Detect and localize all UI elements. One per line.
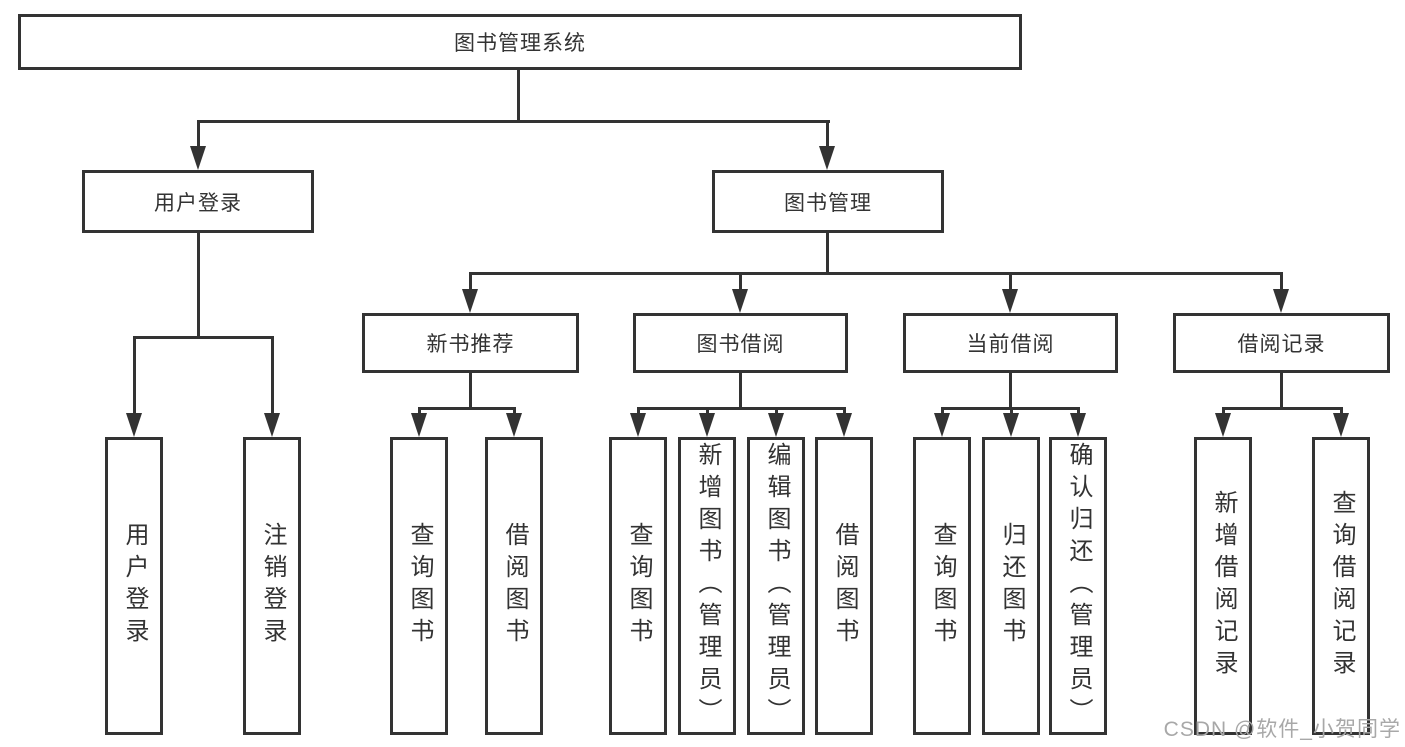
leaf-user-login: 用户登录: [105, 437, 163, 735]
leaf-confirm-return-admin-label: 确认归还（管理员）: [1065, 442, 1092, 730]
connector-root-stem: [517, 70, 520, 120]
node-current-borrow-label: 当前借阅: [966, 333, 1055, 356]
connector-recommend-hbar: [418, 407, 516, 410]
connector-stem: [513, 407, 516, 415]
node-book-management-label: 图书管理: [784, 191, 872, 215]
connector-stem: [843, 407, 846, 415]
arrow-down-borrow-recommend: [506, 413, 522, 437]
node-root-label: 图书管理系统: [454, 32, 586, 55]
leaf-query-book-current-label: 查询图书: [929, 522, 956, 650]
leaf-confirm-return-admin: 确认归还（管理员）: [1049, 437, 1107, 735]
connector-stem: [706, 407, 709, 415]
arrow-down-borrow-record: [1273, 289, 1289, 313]
arrow-down-borrow-book: [836, 413, 852, 437]
leaf-return-book-label: 归还图书: [998, 522, 1025, 650]
node-book-management: 图书管理: [712, 170, 944, 233]
connector-recommend-stem: [469, 373, 472, 407]
connector-stem: [775, 407, 778, 415]
leaf-add-borrow-record-label: 新增借阅记录: [1210, 490, 1237, 682]
leaf-query-book-recommend-label: 查询图书: [406, 522, 433, 650]
connector-book-borrow-stem2: [739, 373, 742, 407]
connector-stem: [418, 407, 421, 415]
leaf-add-book-admin: 新增图书（管理员）: [678, 437, 736, 735]
leaf-add-borrow-record: 新增借阅记录: [1194, 437, 1252, 735]
leaf-borrow-book-label: 借阅图书: [831, 522, 858, 650]
arrow-down-query-recommend: [411, 413, 427, 437]
arrow-down-add-record: [1215, 413, 1231, 437]
leaf-borrow-book-recommend: 借阅图书: [485, 437, 543, 735]
arrow-down-return-book: [1003, 413, 1019, 437]
arrow-down-add-book: [699, 413, 715, 437]
arrow-down-confirm-return: [1070, 413, 1086, 437]
node-book-borrow: 图书借阅: [633, 313, 848, 373]
arrow-down-query-current: [934, 413, 950, 437]
arrow-down-edit-book: [768, 413, 784, 437]
leaf-borrow-book: 借阅图书: [815, 437, 873, 735]
arrow-down-leaf-logout: [264, 413, 280, 437]
leaf-logout: 注销登录: [243, 437, 301, 735]
connector-book-management-hbar: [469, 272, 1283, 275]
connector-user-login-stem: [197, 233, 200, 336]
node-root: 图书管理系统: [18, 14, 1022, 70]
leaf-query-borrow-record: 查询借阅记录: [1312, 437, 1370, 735]
connector-book-management-stem: [826, 233, 829, 272]
connector-stem: [941, 407, 944, 415]
connector-to-book-borrow-stem: [739, 272, 742, 291]
leaf-edit-book-admin: 编辑图书（管理员）: [747, 437, 805, 735]
leaf-query-borrow-record-label: 查询借阅记录: [1328, 490, 1355, 682]
node-user-login: 用户登录: [82, 170, 314, 233]
connector-book-borrow-hbar: [637, 407, 846, 410]
arrow-down-user-login: [190, 146, 206, 170]
arrow-down-book-borrow: [732, 289, 748, 313]
connector-root-hbar: [197, 120, 830, 123]
connector-stem: [1010, 407, 1013, 415]
node-new-book-recommend: 新书推荐: [362, 313, 579, 373]
connector-to-borrow-record-stem: [1280, 272, 1283, 291]
leaf-logout-label: 注销登录: [259, 522, 286, 650]
connector-to-recommend-stem: [469, 272, 472, 291]
leaf-query-book-recommend: 查询图书: [390, 437, 448, 735]
node-borrow-record: 借阅记录: [1173, 313, 1390, 373]
connector-to-current-borrow-stem: [1009, 272, 1012, 291]
leaf-borrow-book-recommend-label: 借阅图书: [501, 522, 528, 650]
leaf-return-book: 归还图书: [982, 437, 1040, 735]
leaf-query-book-current: 查询图书: [913, 437, 971, 735]
connector-stem: [1222, 407, 1225, 415]
csdn-watermark: CSDN @软件_小贺同学: [1163, 718, 1401, 741]
node-user-login-label: 用户登录: [154, 191, 242, 215]
connector-to-book-management-stem: [826, 120, 829, 148]
leaf-edit-book-admin-label: 编辑图书（管理员）: [763, 442, 790, 730]
connector-current-borrow-stem2: [1009, 373, 1012, 407]
node-new-book-recommend-label: 新书推荐: [426, 333, 515, 356]
connector-borrow-record-hbar: [1222, 407, 1343, 410]
connector-borrow-record-stem2: [1280, 373, 1283, 407]
node-current-borrow: 当前借阅: [903, 313, 1118, 373]
leaf-user-login-label: 用户登录: [121, 522, 148, 650]
arrow-down-leaf-login: [126, 413, 142, 437]
connector-stem: [1077, 407, 1080, 415]
arrow-down-book-management: [819, 146, 835, 170]
connector-stem: [637, 407, 640, 415]
connector-to-leaf-logout-stem: [271, 336, 274, 415]
leaf-query-book-borrow-label: 查询图书: [625, 522, 652, 650]
arrow-down-recommend: [462, 289, 478, 313]
connector-stem: [1340, 407, 1343, 415]
connector-to-user-login-stem: [197, 120, 200, 148]
node-borrow-record-label: 借阅记录: [1237, 333, 1326, 356]
connector-user-login-hbar: [133, 336, 274, 339]
arrow-down-query-record: [1333, 413, 1349, 437]
connector-to-leaf-login-stem: [133, 336, 136, 415]
arrow-down-query-borrow: [630, 413, 646, 437]
leaf-query-book-borrow: 查询图书: [609, 437, 667, 735]
arrow-down-current-borrow: [1002, 289, 1018, 313]
leaf-add-book-admin-label: 新增图书（管理员）: [694, 442, 721, 730]
node-book-borrow-label: 图书借阅: [696, 333, 785, 356]
